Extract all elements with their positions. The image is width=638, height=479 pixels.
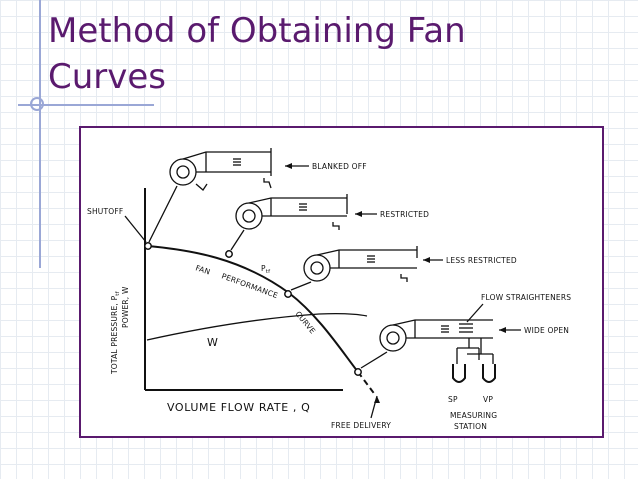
y-axis-label-power: POWER, W	[121, 286, 130, 328]
arrowhead-wide-open	[499, 327, 506, 333]
label-vp: VP	[483, 395, 493, 404]
arrowhead-restricted	[355, 211, 362, 217]
arrowhead-less-restricted	[423, 257, 430, 263]
power-curve-label: W	[207, 336, 218, 349]
arrowhead-blanked	[285, 163, 292, 169]
fan-less-restricted	[303, 246, 418, 282]
decorative-horizontal-rule	[18, 104, 154, 106]
curve-label-performance: PERFORMANCE	[220, 271, 279, 300]
curve-label-curve: CURVE	[293, 310, 317, 336]
fan-blanked-off	[169, 148, 272, 191]
point-wide-open	[354, 368, 362, 376]
curve-label-fan: FAN	[194, 263, 211, 276]
fan-performance-curve	[147, 245, 359, 373]
decorative-vertical-rule	[39, 0, 41, 268]
shutoff-leader	[124, 215, 147, 243]
label-less-restricted: LESS RESTRICTED	[446, 256, 517, 265]
label-blanked-off: BLANKED OFF	[312, 162, 367, 171]
x-axis-label: VOLUME FLOW RATE , Q	[167, 401, 310, 414]
leader-flow-straighteners	[466, 303, 484, 323]
leader-blanked	[148, 185, 178, 243]
fan-curve-diagram: TOTAL PRESSURE, Ptf POWER, W VOLUME FLOW…	[79, 126, 604, 438]
fan-restricted	[235, 194, 348, 230]
leader-restricted	[230, 229, 245, 251]
decorative-ring	[30, 97, 44, 111]
label-free-delivery: FREE DELIVERY	[331, 421, 391, 430]
label-wide-open: WIDE OPEN	[524, 326, 569, 335]
slide-title-line-2: Curves	[48, 57, 167, 97]
point-shutoff	[144, 242, 152, 250]
shutoff-label: SHUTOFF	[87, 207, 123, 216]
slide-title: Method of Obtaining Fan Curves	[48, 8, 608, 100]
fan-wide-open	[379, 319, 493, 352]
label-station: STATION	[454, 422, 487, 431]
label-measuring: MEASURING	[450, 411, 497, 420]
label-flow-straighteners: FLOW STRAIGHTENERS	[481, 293, 571, 302]
diagram-svg: TOTAL PRESSURE, Ptf POWER, W VOLUME FLOW…	[87, 148, 571, 431]
leader-less-restricted	[290, 281, 312, 291]
slide-title-line-1: Method of Obtaining Fan	[48, 11, 466, 51]
point-less-restricted	[284, 290, 292, 298]
label-restricted: RESTRICTED	[380, 210, 429, 219]
ptf-label: Ptf	[261, 264, 271, 275]
label-sp: SP	[448, 395, 458, 404]
free-delivery-dash	[357, 371, 377, 397]
power-curve	[146, 312, 368, 341]
y-axis-label: TOTAL PRESSURE, Ptf	[110, 290, 121, 375]
leader-wide-open	[360, 351, 388, 369]
point-restricted	[225, 250, 233, 258]
arrowhead-free-delivery	[374, 396, 380, 403]
manometers	[452, 338, 496, 383]
